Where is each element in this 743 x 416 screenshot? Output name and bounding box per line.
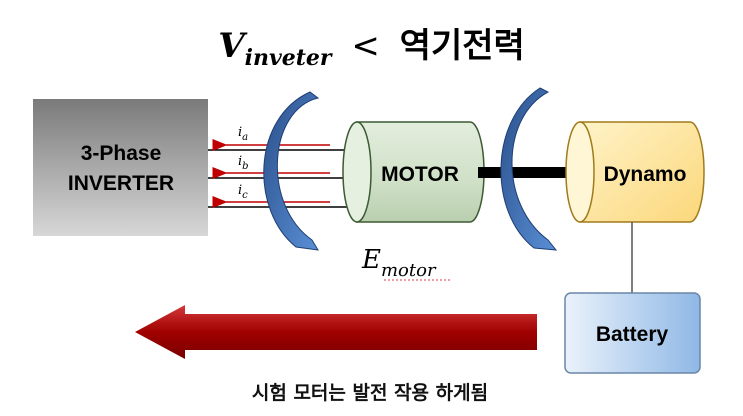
dynamo-end-face: [565, 121, 595, 223]
diagram-title: Vinveter < 역기전력: [0, 18, 743, 71]
inverter-box: [33, 99, 208, 236]
inverter-label-line2: INVERTER: [68, 172, 174, 195]
battery-block: Battery: [564, 292, 701, 374]
dynamo-label: Dynamo: [604, 163, 687, 186]
dynamo-rotation-arrow-icon: [500, 87, 558, 251]
battery-label: Battery: [596, 323, 669, 346]
emf-label: Emotor: [361, 245, 437, 281]
inverter-block: 3-Phase INVERTER: [33, 99, 208, 236]
title-operator: <: [351, 26, 380, 66]
current-label-a: ia: [238, 125, 248, 143]
motor-label: MOTOR: [381, 163, 459, 186]
battery-box: [564, 292, 701, 374]
coupling-shaft: [478, 167, 574, 178]
motor-block: MOTOR: [342, 121, 485, 223]
diagram-caption: 시험 모터는 발전 작용 하게됨: [251, 382, 489, 404]
title-voltage-symbol: V: [218, 26, 245, 66]
current-label-b: ib: [238, 154, 249, 172]
dynamo-block: Dynamo: [565, 121, 705, 223]
dynamo-body: [579, 121, 705, 223]
title-korean: 역기전력: [399, 26, 525, 66]
current-label-c: ic: [238, 183, 248, 201]
inverter-label-line1: 3-Phase: [81, 142, 162, 165]
title-voltage-subscript: inveter: [244, 45, 332, 71]
power-flow-arrow-icon: [135, 305, 537, 359]
motor-rotation-arrow-icon: [263, 91, 320, 251]
motor-end-face: [342, 121, 372, 223]
